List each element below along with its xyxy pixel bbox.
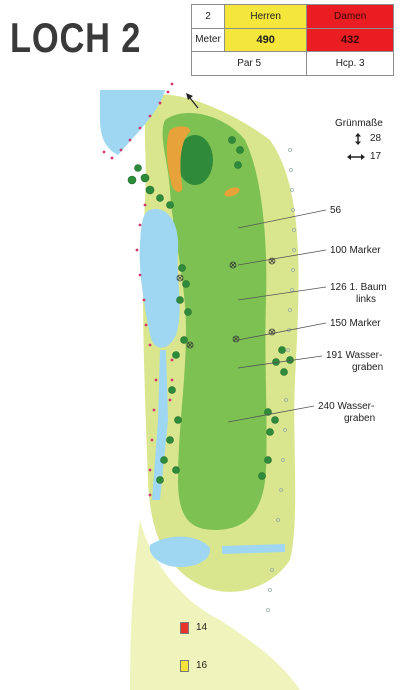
distance-value: 100	[330, 245, 347, 256]
direction-arrow-icon	[186, 93, 199, 109]
distance-value: 240	[318, 401, 335, 412]
green-length-value: 28	[370, 133, 382, 144]
distance-label-6: 240 Wasser- graben	[318, 401, 375, 425]
tee-marker-yellow	[180, 660, 189, 672]
distance-value: 126	[330, 282, 347, 293]
distance-markers	[176, 257, 276, 349]
out-of-bounds-dots	[266, 148, 296, 612]
distance-text-2: graben	[352, 362, 384, 373]
distance-text-2: links	[356, 294, 377, 305]
hole-title: LOCH 2	[10, 14, 142, 61]
distance-text: Wasser-	[345, 350, 383, 361]
bunker-left	[166, 126, 191, 192]
distance-text: Marker	[349, 245, 381, 256]
distance-text: Marker	[349, 318, 381, 329]
fairway	[162, 112, 267, 530]
scorecard-damen-meter: 432	[306, 27, 394, 53]
green-size-label: Grünmaße	[335, 118, 383, 129]
scorecard-herren-meter: 490	[223, 27, 308, 53]
distance-text-2: graben	[344, 413, 376, 424]
green-width-value: 17	[370, 151, 382, 162]
distance-value: 56	[330, 205, 342, 216]
tee-distance-red: 14	[196, 622, 208, 633]
putting-green	[177, 135, 213, 185]
scorecard-par: Par 5	[190, 51, 308, 76]
distance-text: Wasser-	[337, 401, 375, 412]
water-pond-bottom	[149, 536, 211, 568]
distance-value: 191	[326, 350, 343, 361]
tee-distance-yellow: 16	[196, 660, 208, 671]
water-pond-left	[139, 209, 180, 348]
hazard-boundary-dots	[102, 82, 174, 497]
distance-value: 150	[330, 318, 347, 329]
scorecard-header-herren: Herren	[223, 4, 308, 29]
distance-label-4: 150 Marker	[330, 318, 381, 330]
distance-label-1: 56	[330, 205, 341, 217]
trees	[127, 136, 294, 484]
scorecard-table: 2 Herren Damen Meter 490 432 Par 5 Hcp. …	[190, 4, 394, 76]
water-ditch-left	[152, 350, 168, 500]
bunker-right	[224, 187, 240, 197]
vertical-arrow-icon	[355, 133, 361, 145]
water-top-left	[100, 90, 165, 155]
horizontal-arrow-icon	[347, 154, 365, 160]
leader-lines	[227, 209, 327, 423]
distance-label-2: 100 Marker	[330, 245, 381, 257]
distance-text: 1. Baum	[349, 282, 387, 293]
tee-marker-red	[180, 622, 189, 634]
scorecard-hcp: Hcp. 3	[306, 51, 394, 76]
distance-label-3: 126 1. Baum links	[330, 282, 387, 306]
water-ditch-bottom	[222, 544, 285, 554]
rough-fade	[130, 520, 300, 690]
distance-label-5: 191 Wasser- graben	[326, 350, 383, 374]
